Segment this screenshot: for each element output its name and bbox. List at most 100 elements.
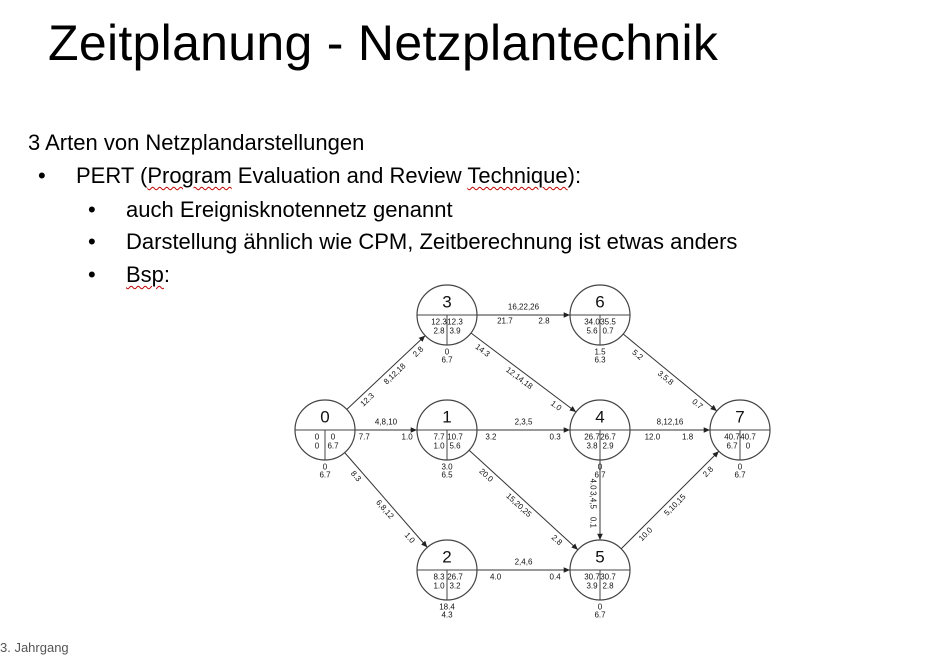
edge-label-mid: 8,12,18 [382,361,408,386]
node-value-tr: 26.7 [600,433,616,442]
bullet-dot: • [38,163,46,188]
edge-label-start: 14.3 [474,342,492,359]
edge-label-end: 2.8 [538,317,550,326]
edge-label-mid: 2,3,5 [515,418,533,427]
intro-text: 3 Arten von Netzplandarstellungen [28,130,365,155]
node-value-br: 5.6 [449,442,461,451]
node-slack-2: 6.7 [734,471,746,480]
node-value-bl: 3.9 [586,582,598,591]
bullet-pert-text: PERT (Program Evaluation and Review Tech… [76,163,581,189]
bullet-dot: • [88,229,96,254]
node-slack-2: 6.7 [594,471,606,480]
node-value-br: 3.2 [449,582,461,591]
edge-0-3 [346,335,426,410]
edge-label-mid: 16,22,26 [508,303,540,312]
node-value-tr: 0 [331,433,336,442]
node-value-bl: 6.7 [726,442,738,451]
pert-suffix: ): [567,163,582,188]
node-slack-1: 0 [738,463,743,472]
node-number: 6 [595,293,604,312]
footer-text: 3. Jahrgang [0,640,69,655]
pert-mid: Evaluation and Review [231,163,468,188]
node-value-bl: 3.8 [586,442,598,451]
edge-label-mid: 3,5,8 [656,369,676,388]
node-slack-1: 0 [323,463,328,472]
edge-6-7 [622,333,718,412]
node-value-br: 3.9 [449,327,461,336]
bullet-dot: • [88,262,96,287]
edge-label-end: 1.8 [682,433,694,442]
bullet-dot: • [88,197,96,222]
node-slack-2: 6.7 [594,611,606,620]
node-value-bl: 0 [315,442,320,451]
node-value-tl: 26.7 [584,433,600,442]
pert-prefix: PERT ( [76,163,148,188]
edge-label-start: 4.0 [589,478,598,490]
node-value-tl: 12.3 [431,318,447,327]
node-slack-2: 4.3 [441,611,453,620]
node-slack-1: 0 [445,348,450,357]
node-value-br: 2.8 [602,582,614,591]
node-value-tl: 34.0 [584,318,600,327]
node-value-tl: 30.7 [584,573,600,582]
node-value-br: 2.9 [602,442,614,451]
node-slack-2: 6.5 [441,471,453,480]
edge-label-mid: 5,10,15 [662,492,688,518]
node-slack-1: 18.4 [439,603,455,612]
edge-3-4 [470,332,577,413]
edge-label-start: 12.0 [645,433,661,442]
node-slack-1: 0 [598,463,603,472]
edge-label-mid: 3,4,5 [589,491,598,509]
node-number: 3 [442,293,451,312]
node-value-tr: 35.5 [600,318,616,327]
bsp-suffix: : [163,262,171,287]
pert-word-program: Program [147,163,232,188]
slide-title: Zeitplanung - Netzplantechnik [48,15,719,71]
node-value-tr: 10.7 [447,433,463,442]
edge-label-start: 10.0 [637,525,655,543]
edge-label-start: 4.0 [490,573,502,582]
node-value-tr: 12.3 [447,318,463,327]
node-value-tl: 7.7 [433,433,445,442]
edge-label-start: 7.7 [359,433,371,442]
edge-label-start: 21.7 [497,317,513,326]
node-number: 5 [595,548,604,567]
node-slack-2: 6.7 [319,471,331,480]
edge-label-mid: 6,8,12 [374,498,396,521]
node-slack-1: 0 [598,603,603,612]
node-value-tr: 30.7 [600,573,616,582]
edge-1-5 [468,449,579,551]
edge-label-mid: 2,4,6 [515,558,533,567]
node-slack-1: 1.5 [594,348,606,357]
node-number: 4 [595,408,604,427]
node-value-tl: 8.3 [433,573,445,582]
edge-label-end: 0.1 [589,517,598,529]
node-value-bl: 1.0 [433,582,445,591]
sub-bullet-3-text: Bsp: [126,262,170,288]
node-value-bl: 1.0 [433,442,445,451]
edge-label-start: 20.0 [477,467,495,485]
sub-bullet-2-text: Darstellung ähnlich wie CPM, Zeitberechn… [126,229,738,254]
bsp-word: Bsp [126,262,164,287]
node-value-tl: 40.7 [724,433,740,442]
sub-bullet-1-text: auch Ereignisknotennetz genannt [126,197,453,222]
node-value-bl: 2.8 [433,327,445,336]
edge-label-mid: 8,12,16 [657,418,684,427]
edge-label-end: 0.3 [550,433,562,442]
edge-label-end: 1.0 [402,433,414,442]
node-number: 0 [320,408,329,427]
node-number: 2 [442,548,451,567]
node-slack-2: 6.3 [594,356,606,365]
edge-label-end: 0.4 [550,573,562,582]
edge-5-7 [620,450,720,550]
node-number: 7 [735,408,744,427]
